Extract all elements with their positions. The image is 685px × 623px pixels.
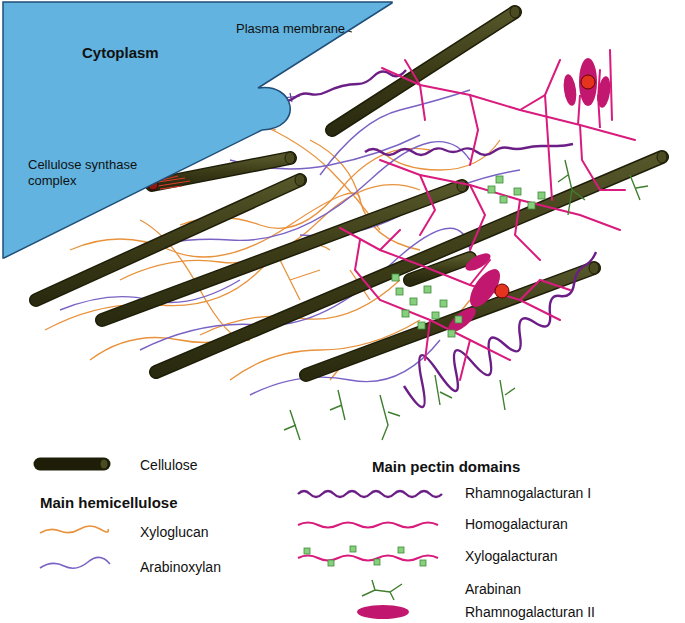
legend-heading: Main pectin domains — [372, 458, 520, 475]
homogalacturan-sample — [298, 523, 438, 528]
arabinoxylan-sample — [40, 557, 110, 568]
legend-text: Homogalacturan — [465, 516, 568, 533]
xylogalacturan-square — [500, 196, 507, 203]
homogalacturan-chains — [340, 50, 635, 380]
xylogalacturan-sample — [298, 546, 438, 566]
xylogalacturan-square — [488, 186, 495, 193]
legend-text: Rhamnogalacturan I — [465, 485, 591, 502]
xylogalacturan-square — [514, 188, 521, 195]
rhamnogalacturan-i-sample — [298, 491, 442, 497]
legend-text: Xyloglucan — [140, 524, 209, 541]
xylogalacturan-square — [396, 288, 403, 295]
membrane-label: Plasma membrane — [236, 21, 345, 37]
xylogalacturan-square — [496, 176, 503, 183]
xyloglucan-sample — [40, 526, 108, 533]
legend-text: Xylogalacturan — [465, 548, 558, 565]
rhamnogalacturan-ii-sample — [357, 605, 409, 619]
arabinan-sample — [362, 580, 402, 600]
xylogalacturan-square — [440, 300, 447, 307]
xylogalacturan-square — [410, 298, 417, 305]
cytoplasm-region: Cytoplasm — [0, 0, 395, 262]
xylogalacturan-square — [528, 202, 535, 209]
cellulose-sample — [40, 459, 108, 469]
xylogalacturan-square — [455, 316, 462, 323]
xylogalacturan-square — [424, 286, 431, 293]
legend-text: Arabinoxylan — [140, 559, 221, 576]
xylogalacturan-square — [538, 192, 545, 199]
arabinan-side-chains — [284, 160, 648, 440]
xylogalacturan-square — [418, 322, 425, 329]
legend-heading: Main hemicellulose — [40, 494, 178, 511]
xylogalacturan-square — [392, 274, 399, 281]
cytoplasm-outline — [0, 0, 395, 262]
rhamnogalacturan-ii-complexes — [444, 58, 612, 336]
legend-text: Cellulose — [140, 457, 198, 474]
xylogalacturan-square — [432, 312, 439, 319]
legend-text: Arabinan — [465, 581, 521, 598]
xylogalacturan-square — [448, 330, 455, 337]
legend-text: Rhamnogalacturan II — [465, 604, 595, 621]
synthase-label: Cellulose synthase complex — [28, 157, 140, 189]
region-label: Cytoplasm — [82, 44, 159, 61]
xylogalacturan-square — [402, 310, 409, 317]
xylogalacturan-side-groups — [392, 176, 545, 337]
